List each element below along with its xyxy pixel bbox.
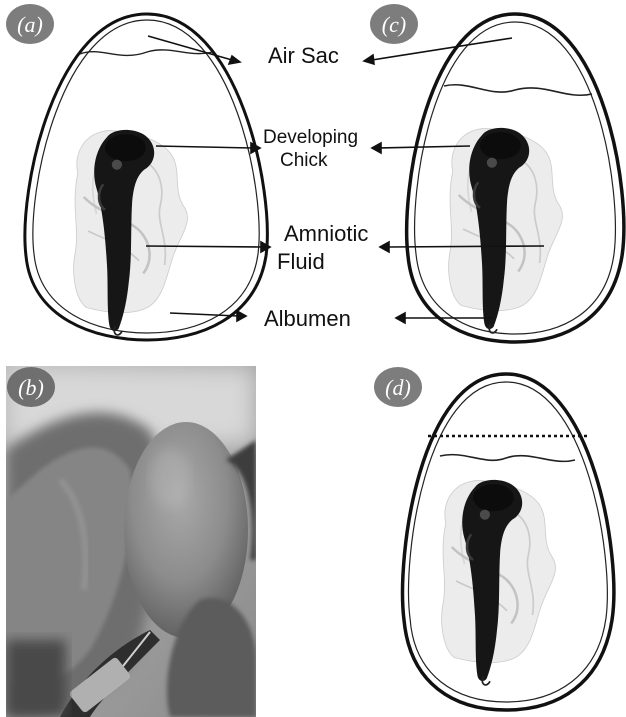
panel-badge-c: (c) bbox=[370, 4, 418, 44]
panel-badge-b: (b) bbox=[7, 367, 55, 407]
developing-chick bbox=[442, 480, 556, 685]
panel-badge-d-text: (d) bbox=[385, 375, 411, 400]
label-chick: Chick bbox=[280, 150, 328, 171]
panel-badge-d: (d) bbox=[374, 367, 422, 407]
label-amniotic: Amniotic bbox=[284, 221, 368, 246]
panel-badge-a: (a) bbox=[6, 4, 54, 44]
developing-chick bbox=[449, 128, 563, 333]
developing-chick bbox=[74, 130, 188, 335]
air-sac-boundary bbox=[440, 455, 575, 462]
label-fluid: Fluid bbox=[277, 249, 325, 274]
air-sac-boundary bbox=[80, 50, 212, 56]
label-developing: Developing bbox=[263, 127, 358, 148]
panel-badge-a-text: (a) bbox=[17, 12, 43, 37]
label-albumen: Albumen bbox=[264, 306, 351, 331]
diagram-labels: Air Sac Developing Chick Amniotic Fluid … bbox=[263, 43, 368, 331]
panel-badge-b-text: (b) bbox=[18, 375, 44, 400]
panel-b-photo bbox=[6, 366, 256, 717]
panel-c bbox=[407, 14, 624, 342]
panel-d bbox=[403, 374, 614, 710]
air-sac-boundary bbox=[444, 85, 592, 95]
label-air-sac: Air Sac bbox=[268, 43, 339, 68]
panel-badge-c-text: (c) bbox=[382, 12, 406, 37]
